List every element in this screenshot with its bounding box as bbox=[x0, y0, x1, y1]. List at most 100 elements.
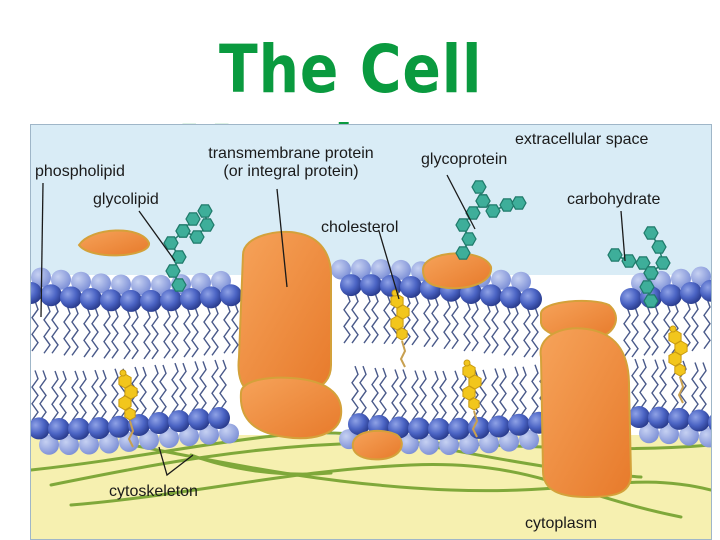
phospholipid-tail bbox=[699, 362, 707, 413]
phospholipid-tail bbox=[223, 303, 231, 354]
phospholipid-tail bbox=[523, 306, 531, 358]
phospholipid-tail bbox=[691, 362, 699, 413]
phospholipid-head-back bbox=[111, 274, 131, 295]
phospholipid-head bbox=[108, 415, 130, 438]
phospholipid-tail bbox=[43, 303, 51, 354]
phospholipid-tail bbox=[403, 294, 411, 346]
phospholipid-head-back bbox=[371, 259, 391, 280]
phospholipid-head bbox=[668, 407, 690, 430]
phospholipid-tail bbox=[31, 300, 39, 352]
label-transmembrane-protein-line1: transmembrane protein bbox=[208, 145, 374, 162]
phospholipid-head-back bbox=[99, 433, 119, 454]
phospholipid-tail bbox=[511, 366, 519, 418]
phospholipid-head-back bbox=[459, 434, 479, 455]
phospholipid-head-back bbox=[39, 434, 59, 455]
label-glycoprotein: glycoprotein bbox=[421, 151, 508, 168]
phospholipid-tail bbox=[399, 369, 407, 420]
phospholipid-tail bbox=[191, 306, 199, 358]
peripheral-protein-left bbox=[77, 229, 150, 257]
phospholipid-tail bbox=[51, 303, 59, 354]
phospholipid-head bbox=[348, 413, 370, 436]
phospholipid-tail bbox=[519, 366, 527, 418]
phospholipid-tail bbox=[211, 359, 219, 411]
phospholipid-head bbox=[31, 282, 42, 304]
phospholipid-tail bbox=[411, 294, 419, 346]
phospholipid-head bbox=[80, 288, 102, 311]
phospholipid-head-back bbox=[331, 259, 351, 280]
phospholipid-tail bbox=[479, 369, 487, 421]
leader-transmembrane bbox=[276, 188, 288, 288]
phospholipid-head-back bbox=[659, 424, 679, 445]
phospholipid-tail bbox=[391, 369, 399, 420]
phospholipid-tail bbox=[59, 370, 67, 422]
phospholipid-tail bbox=[499, 368, 507, 419]
phospholipid-tail bbox=[191, 361, 199, 412]
phospholipid-head-back bbox=[139, 430, 159, 451]
phospholipid-head bbox=[660, 284, 682, 307]
phospholipid-tail bbox=[163, 308, 171, 359]
phospholipid-tail bbox=[63, 305, 71, 356]
phospholipid-head-back bbox=[131, 274, 151, 295]
phospholipid-head bbox=[680, 281, 702, 304]
label-cytoplasm: cytoplasm bbox=[525, 515, 598, 532]
peripheral-protein-inner bbox=[351, 429, 403, 461]
phospholipid-tail bbox=[491, 368, 499, 419]
phospholipid-tail bbox=[679, 360, 687, 412]
phospholipid-head-back bbox=[439, 434, 459, 455]
phospholipid-tail bbox=[351, 365, 359, 417]
phospholipid-head-back bbox=[419, 434, 439, 455]
phospholipid-tail bbox=[171, 308, 179, 359]
phospholipid-tail bbox=[691, 300, 699, 352]
phospholipid-tail bbox=[91, 369, 99, 421]
cell-membrane-diagram: extracellular space phospholipid transme… bbox=[30, 124, 712, 540]
label-cholesterol: cholesterol bbox=[321, 219, 399, 236]
phospholipid-tail bbox=[51, 370, 59, 422]
phospholipid-tail bbox=[503, 305, 511, 356]
phospholipid-head bbox=[360, 274, 382, 297]
phospholipid-tail bbox=[83, 306, 91, 358]
phospholipid-head bbox=[688, 409, 710, 432]
phospholipid-tail bbox=[103, 308, 111, 359]
phospholipid-tail bbox=[451, 370, 459, 422]
phospholipid-tail bbox=[639, 358, 647, 410]
phospholipid-tail bbox=[451, 298, 459, 350]
label-cytoskeleton: cytoskeleton bbox=[109, 483, 198, 500]
phospholipid-tail bbox=[39, 370, 47, 421]
phospholipid-head-back bbox=[159, 428, 179, 449]
phospholipid-head bbox=[448, 417, 470, 440]
phospholipid-tail bbox=[31, 370, 39, 421]
label-glycolipid: glycolipid bbox=[93, 191, 159, 208]
phospholipid-head bbox=[380, 274, 402, 297]
phospholipid-tail bbox=[219, 359, 227, 411]
phospholipid-head-back bbox=[511, 271, 531, 292]
cholesterol-molecule bbox=[668, 325, 688, 404]
label-extracellular-space: extracellular space bbox=[515, 131, 649, 148]
leader-phospholipid bbox=[40, 182, 44, 318]
phospholipid-head bbox=[620, 288, 642, 311]
phospholipid-head bbox=[628, 406, 650, 429]
phospholipid-head bbox=[160, 289, 182, 312]
phospholipid-head-back bbox=[499, 431, 519, 452]
phospholipid-head bbox=[180, 288, 202, 311]
label-phospholipid: phospholipid bbox=[35, 163, 125, 180]
phospholipid-tail bbox=[631, 306, 639, 358]
phospholipid-tail bbox=[419, 370, 427, 421]
phospholipid-head-back bbox=[51, 269, 71, 290]
peripheral-protein-glycoprotein bbox=[421, 252, 493, 290]
phospholipid-head bbox=[148, 412, 170, 435]
phospholipid-head bbox=[188, 408, 210, 431]
leader-glycolipid bbox=[138, 210, 176, 262]
phospholipid-tail bbox=[431, 370, 439, 422]
phospholipid-tail bbox=[423, 296, 431, 348]
phospholipid-tail bbox=[131, 308, 139, 360]
phospholipid-tail bbox=[211, 305, 219, 356]
phospholipid-tail bbox=[623, 306, 631, 358]
phospholipid-head bbox=[88, 417, 110, 440]
phospholipid-tail bbox=[511, 305, 519, 356]
phospholipid-head bbox=[220, 284, 242, 307]
phospholipid-head-back bbox=[79, 434, 99, 455]
phospholipid-tail bbox=[491, 303, 499, 354]
phospholipid-head-back bbox=[519, 429, 539, 450]
label-transmembrane-protein-line2: (or integral protein) bbox=[223, 163, 359, 180]
phospholipid-tail bbox=[231, 303, 239, 354]
